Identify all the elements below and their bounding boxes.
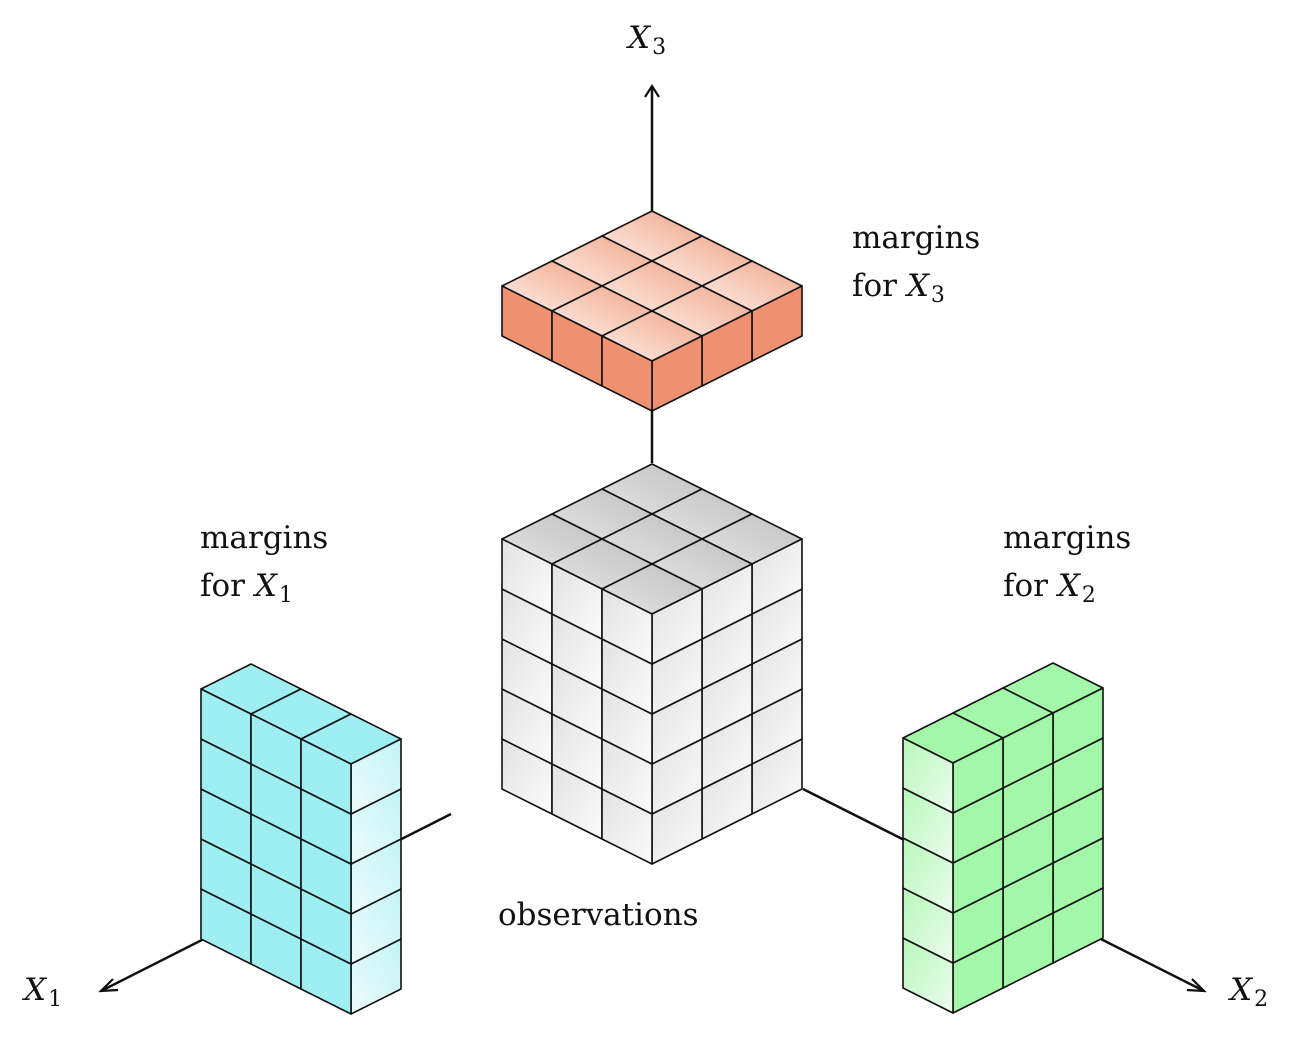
observations-cube bbox=[501, 463, 803, 865]
margins-x1-right-cell bbox=[300, 738, 352, 815]
margins-x1-label: margins for X1 bbox=[200, 520, 329, 608]
x1-axis-arrowhead bbox=[98, 978, 119, 993]
margins-x2-right-cell bbox=[902, 737, 954, 814]
x3-axis-arrowhead bbox=[644, 83, 660, 98]
x3-axis-label: X3 bbox=[628, 20, 667, 60]
observations-right-cell bbox=[601, 588, 653, 665]
margins-x2-label: margins for X2 bbox=[1003, 520, 1132, 608]
margins-x3-right-cell bbox=[601, 335, 653, 412]
margins-x1-block bbox=[200, 663, 402, 1015]
observations-label: observations bbox=[498, 897, 699, 933]
margins-x3-label: margins for X3 bbox=[852, 220, 981, 308]
x2-axis-arrowhead bbox=[1186, 978, 1207, 993]
margins-x2-block bbox=[902, 662, 1104, 1014]
margins-x3-block bbox=[501, 210, 803, 412]
x2-axis-label: X2 bbox=[1230, 972, 1269, 1012]
x1-axis-label: X1 bbox=[24, 972, 63, 1012]
